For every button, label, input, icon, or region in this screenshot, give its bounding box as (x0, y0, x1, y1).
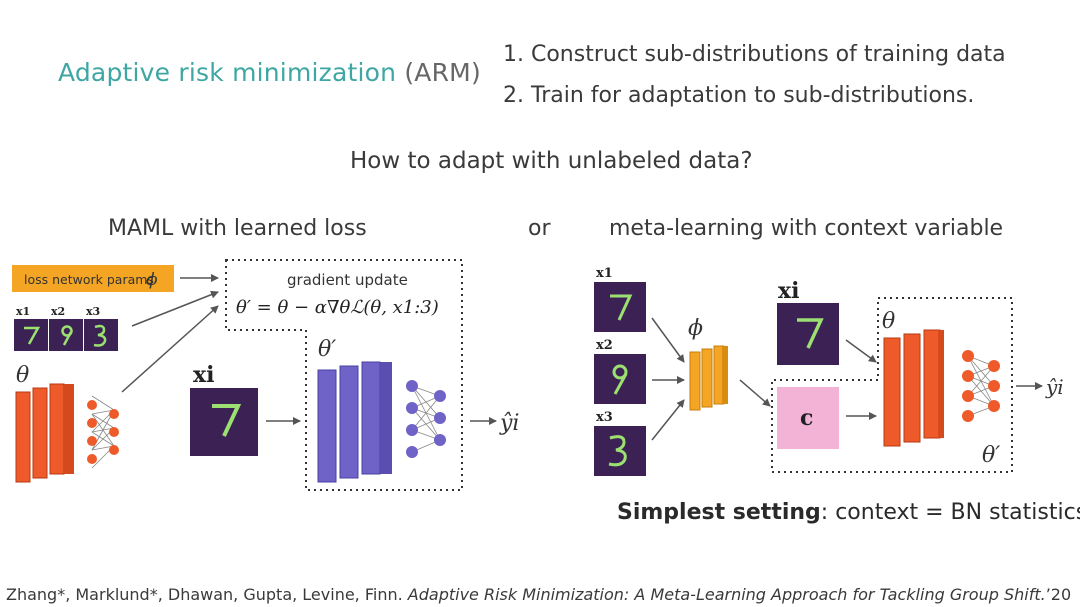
right-dotted-region (771, 297, 1013, 473)
step-1: 1. Construct sub-distributions of traini… (503, 42, 1006, 67)
left-heading: MAML with learned loss (108, 216, 367, 241)
left-theta: θ (16, 363, 29, 388)
citation-authors: Zhang*, Marklund*, Dhawan, Gupta, Levine… (6, 585, 408, 604)
caption-rest: : context = BN statistics (820, 500, 1080, 525)
citation: Zhang*, Marklund*, Dhawan, Gupta, Levine… (6, 585, 1071, 604)
right-heading: meta-learning with context variable (609, 216, 1004, 241)
arrow-icon (845, 339, 877, 363)
right-theta: θ (882, 309, 895, 334)
citation-year: ’20 (1045, 585, 1072, 604)
left-yhat: ŷi (499, 411, 519, 436)
right-phi: ϕ (688, 316, 703, 341)
caption: Simplest setting: context = BN statistic… (617, 500, 1080, 525)
digit-seven-icon (594, 282, 646, 332)
arrow-icon (651, 399, 685, 441)
or-text: or (528, 216, 551, 241)
left-x1-label: x1 (16, 305, 30, 318)
arrow-icon (739, 379, 771, 407)
right-x2-label: x2 (596, 338, 613, 353)
digit-nine-icon (594, 354, 646, 404)
title-accent: Adaptive risk minimization (58, 58, 397, 87)
left-dotted-region (225, 259, 463, 491)
phi-layers (689, 345, 728, 411)
loss-params-label: loss network params (24, 272, 154, 287)
left-theta-prime-layers (317, 361, 392, 483)
update-title: gradient update (287, 271, 408, 289)
left-theta-layers (15, 383, 74, 483)
digit-seven-icon (190, 388, 258, 456)
digit-three-icon (594, 426, 646, 476)
right-x3-label: x3 (596, 410, 613, 425)
citation-paper: Adaptive Risk Minimization: A Meta-Learn… (407, 585, 1046, 604)
loss-params-box (12, 265, 174, 292)
digit-three-icon (84, 319, 118, 351)
digit-seven-icon (777, 303, 839, 365)
slide-title: Adaptive risk minimization (ARM) (58, 58, 481, 87)
right-x1-label: x1 (596, 266, 613, 281)
arrow-icon (121, 305, 219, 393)
context-label: c (800, 405, 813, 431)
loss-phi: ϕ (146, 270, 158, 290)
right-xi-label: xi (778, 278, 799, 304)
step-2: 2. Train for adaptation to sub-distribut… (503, 83, 975, 108)
digit-seven-icon (14, 319, 48, 351)
context-box (777, 387, 839, 449)
question: How to adapt with unlabeled data? (350, 148, 753, 174)
right-theta-prime: θ′ (982, 443, 1000, 468)
arrow-icon (131, 290, 219, 327)
neural-net-icon (87, 395, 119, 469)
left-x3-label: x3 (86, 305, 100, 318)
digit-nine-icon (49, 319, 83, 351)
left-x2-label: x2 (51, 305, 65, 318)
title-sub: (ARM) (404, 58, 481, 87)
neural-net-icon (962, 350, 1000, 422)
right-yhat: ŷi (1045, 375, 1064, 399)
update-equation: θ′ = θ − α∇θℒ(θ, x1:3) (236, 297, 439, 318)
left-xi-label: xi (193, 362, 214, 388)
neural-net-icon (406, 380, 446, 458)
arrow-icon (651, 317, 685, 363)
left-theta-prime: θ′ (318, 337, 336, 362)
caption-bold: Simplest setting (617, 500, 821, 525)
right-theta-layers (883, 329, 944, 447)
